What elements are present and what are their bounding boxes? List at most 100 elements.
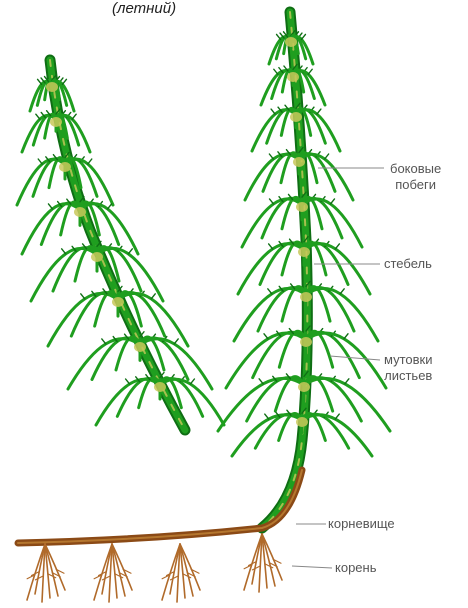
branch-tooth: [269, 154, 273, 159]
branch-tooth: [102, 339, 106, 344]
root-branchlet: [35, 576, 43, 580]
leader-line: [292, 566, 332, 568]
label-side-shoots: боковые побеги: [390, 161, 441, 193]
side-branch: [304, 378, 390, 431]
branch-tooth: [331, 199, 335, 204]
label-whorls-line2: листьев: [384, 368, 432, 384]
side-branch: [245, 154, 299, 200]
branch-tooth: [264, 334, 268, 339]
branch-tooth: [270, 199, 274, 204]
leaf-whorl: [96, 373, 224, 426]
stem-node: [285, 37, 297, 47]
stem-node: [59, 162, 71, 172]
side-branch: [22, 204, 80, 254]
label-rhizome: корневище: [328, 516, 395, 532]
root-branchlet: [252, 566, 260, 570]
root-branchlet: [102, 576, 110, 580]
branch-tooth: [88, 159, 92, 164]
branch-tooth: [335, 244, 339, 249]
stem-node: [300, 337, 312, 347]
branch-tooth: [190, 379, 194, 384]
stem-node: [154, 382, 166, 392]
stem-node: [293, 157, 305, 167]
side-branch: [232, 415, 302, 456]
branch-tooth: [325, 154, 329, 159]
side-branch: [253, 332, 306, 377]
side-branch: [71, 293, 118, 336]
leaf-whorl: [22, 109, 90, 152]
side-branch: [41, 203, 80, 245]
branch-tooth: [72, 114, 76, 119]
stem-node: [290, 112, 302, 122]
stem-node: [74, 207, 86, 217]
stem-node: [298, 247, 310, 257]
label-stem: стебель: [384, 256, 432, 272]
root-cluster: [244, 534, 282, 592]
side-branch: [242, 199, 302, 247]
side-branch: [262, 198, 302, 238]
label-whorls: мутовки листьев: [384, 352, 432, 384]
side-branch: [258, 288, 306, 331]
branch-tooth: [274, 69, 278, 74]
stem-node: [50, 117, 62, 127]
side-branch: [255, 414, 302, 448]
branch-tooth: [345, 379, 349, 384]
caption: (летний): [112, 0, 176, 17]
side-branch: [263, 154, 299, 192]
side-branch: [53, 248, 97, 291]
left-shoot: [17, 60, 224, 430]
branch-tooth: [271, 109, 275, 114]
branch-tooth: [48, 204, 52, 209]
label-root: корень: [335, 560, 376, 576]
branch-tooth: [335, 414, 339, 419]
label-side-shoots-line1: боковые: [390, 161, 441, 177]
label-side-shoots-line2: побеги: [390, 177, 441, 193]
leaf-whorl: [17, 153, 113, 206]
branch-tooth: [126, 379, 130, 384]
branch-tooth: [38, 79, 42, 84]
stem-node: [296, 202, 308, 212]
branch-tooth: [174, 339, 178, 344]
side-branch: [306, 288, 354, 331]
branch-tooth: [81, 294, 85, 299]
branch-tooth: [265, 414, 269, 419]
branch-tooth: [268, 289, 272, 294]
root-cluster: [94, 544, 132, 602]
side-branch: [252, 110, 296, 151]
branch-tooth: [308, 69, 312, 74]
side-branch: [117, 379, 160, 417]
branch-tooth: [38, 159, 42, 164]
branch-tooth: [62, 79, 66, 84]
branch-tooth: [301, 34, 305, 39]
stem-node: [296, 417, 308, 427]
branch-tooth: [340, 289, 344, 294]
side-branch: [17, 159, 65, 205]
branch-tooth: [259, 379, 263, 384]
branch-tooth: [277, 34, 281, 39]
root-branchlet: [170, 576, 178, 580]
side-branch: [68, 339, 140, 389]
side-branch: [96, 379, 160, 425]
right-shoot: [218, 12, 390, 528]
branch-tooth: [128, 249, 132, 254]
branch-tooth: [151, 294, 155, 299]
branch-tooth: [62, 249, 66, 254]
stem-node: [300, 292, 312, 302]
branch-tooth: [269, 244, 273, 249]
stem-node: [46, 82, 58, 92]
root-cluster: [162, 544, 200, 602]
side-branch: [260, 243, 304, 285]
branch-tooth: [108, 204, 112, 209]
branch-tooth: [317, 109, 321, 114]
branch-tooth: [36, 114, 40, 119]
side-branch: [48, 293, 118, 346]
side-branch: [306, 332, 359, 377]
stem-node: [287, 72, 299, 82]
branch-tooth: [344, 334, 348, 339]
root-cluster: [27, 544, 65, 602]
stem-node: [91, 252, 103, 262]
side-branch: [92, 338, 140, 380]
stem-node: [112, 297, 124, 307]
